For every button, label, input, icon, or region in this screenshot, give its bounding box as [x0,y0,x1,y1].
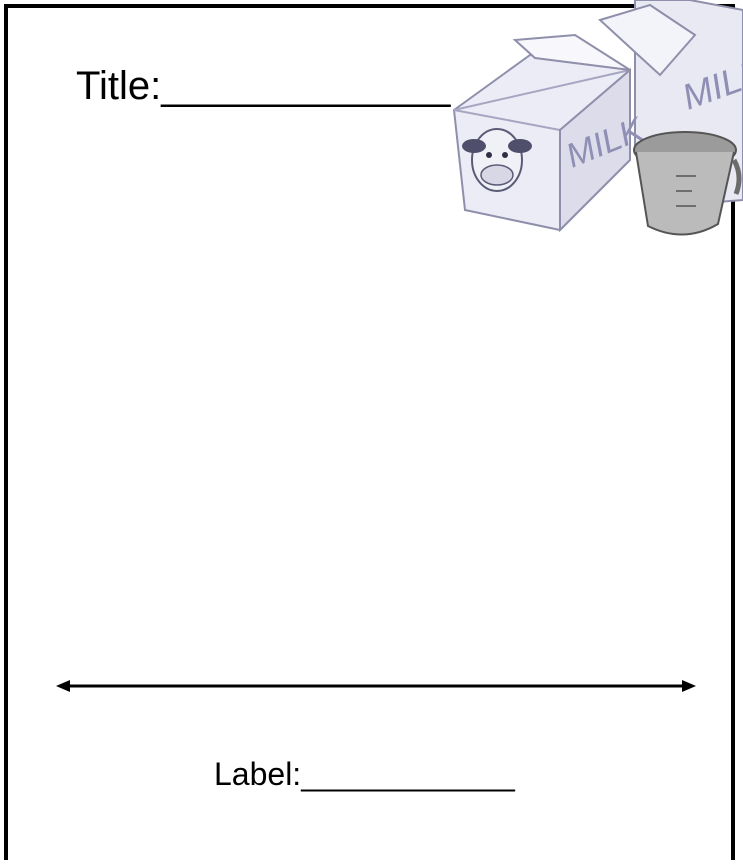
milk-carton-front-icon: MILK [452,33,650,233]
label-line: Label:____________ [214,756,515,792]
cow-face-icon [462,128,532,192]
right-arrowhead-icon [682,680,696,692]
title-line: Title:_____________ [76,64,451,108]
milk-clipart: MILK MILK [452,0,743,236]
measuring-cup-icon [633,131,742,236]
double-arrow-line [56,680,696,692]
left-arrowhead-icon [56,680,70,692]
